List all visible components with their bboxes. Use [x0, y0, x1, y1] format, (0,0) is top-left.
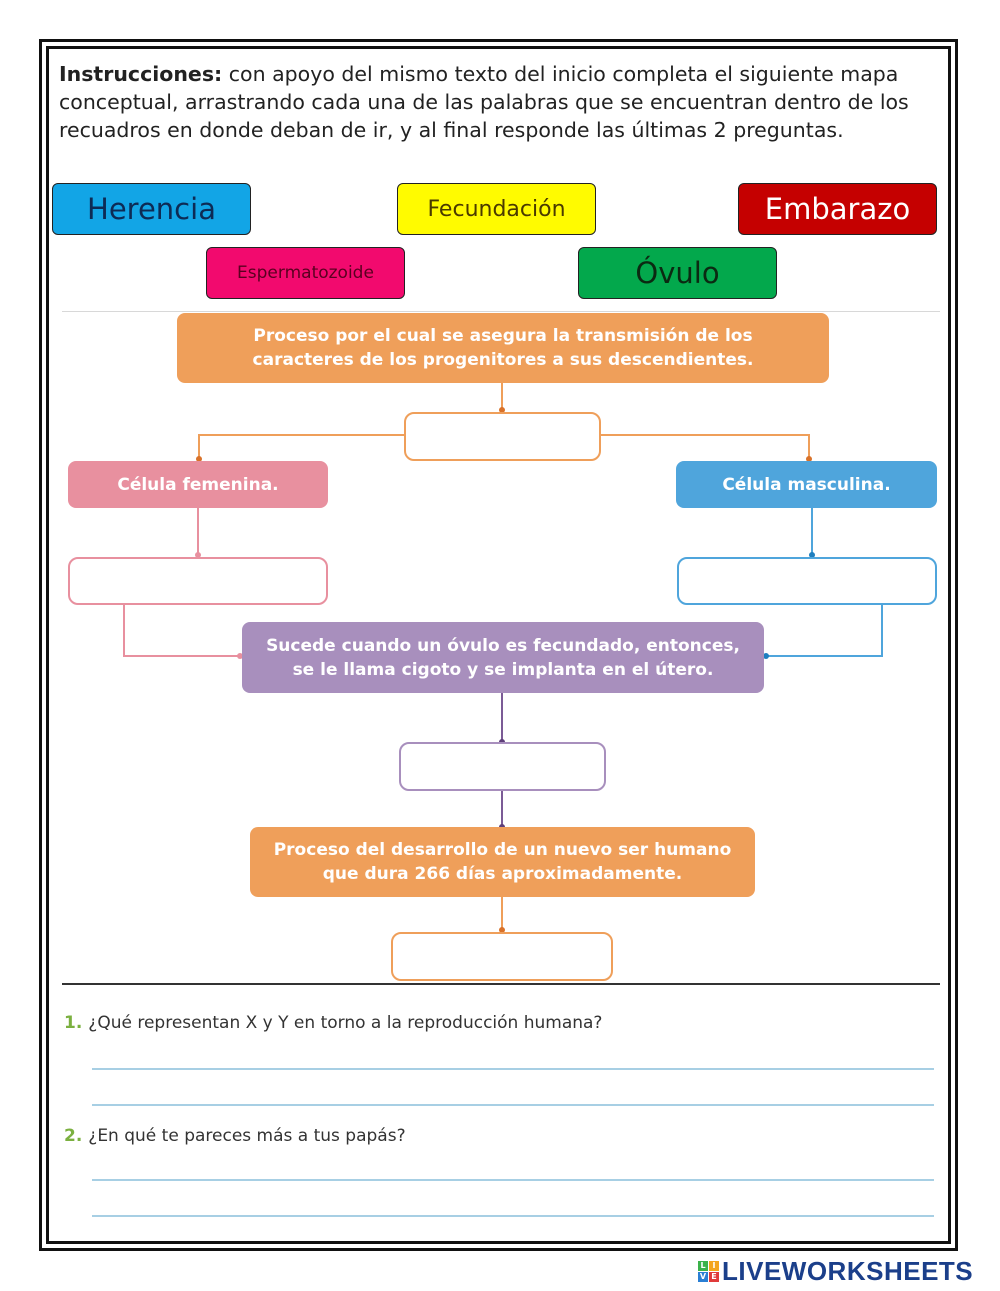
liveworksheets-logo: L I V E LIVEWORKSHEETS	[698, 1256, 973, 1286]
drop-zone-5[interactable]	[391, 932, 613, 981]
drop-zone-3[interactable]	[677, 557, 937, 605]
answer-line-1b[interactable]	[92, 1104, 934, 1106]
page-outer-border	[39, 39, 958, 1251]
question-1-number: 1.	[64, 1013, 83, 1033]
word-espermatozoide[interactable]: Espermatozoide	[206, 247, 405, 299]
drop-zone-2[interactable]	[68, 557, 328, 605]
word-herencia[interactable]: Herencia	[52, 183, 251, 235]
question-2-text: ¿En qué te pareces más a tus papás?	[88, 1126, 406, 1146]
question-2-number: 2.	[64, 1126, 83, 1146]
liveworksheets-brand: LIVEWORKSHEETS	[722, 1255, 974, 1286]
concept-embarazo-text: Proceso del desarrollo de un nuevo ser h…	[273, 840, 732, 884]
concept-celula-masculina: Célula masculina.	[676, 461, 937, 508]
concept-fecundacion-definition: Sucede cuando un óvulo es fecundado, ent…	[242, 622, 764, 693]
logo-letter-i: I	[709, 1260, 719, 1271]
question-2: 2.¿En qué te pareces más a tus papás?	[64, 1126, 406, 1146]
drop-zone-4[interactable]	[399, 742, 606, 791]
word-ovulo[interactable]: Óvulo	[578, 247, 777, 299]
instructions-label: Instrucciones:	[59, 62, 223, 86]
question-1-text: ¿Qué representan X y Y en torno a la rep…	[88, 1013, 603, 1033]
concept-embarazo-definition: Proceso del desarrollo de un nuevo ser h…	[250, 827, 755, 897]
answer-line-1a[interactable]	[92, 1068, 934, 1070]
concept-fecundacion-text: Sucede cuando un óvulo es fecundado, ent…	[266, 635, 740, 680]
concept-celula-femenina: Célula femenina.	[68, 461, 328, 508]
concept-herencia-text: Proceso por el cual se asegura la transm…	[252, 326, 754, 370]
liveworksheets-mark-icon: L I V E	[698, 1260, 719, 1282]
word-fecundacion[interactable]: Fecundación	[397, 183, 596, 235]
concept-herencia-definition: Proceso por el cual se asegura la transm…	[177, 313, 829, 383]
drop-zone-1[interactable]	[404, 412, 601, 461]
logo-letter-e: E	[709, 1271, 719, 1282]
question-1: 1.¿Qué representan X y Y en torno a la r…	[64, 1013, 602, 1033]
page-inner-border	[46, 46, 951, 1244]
separator-bottom	[62, 983, 940, 985]
logo-letter-l: L	[698, 1260, 708, 1271]
answer-line-2b[interactable]	[92, 1215, 934, 1217]
instructions-text: con apoyo del mismo texto del inicio com…	[59, 62, 909, 142]
instructions: Instrucciones: con apoyo del mismo texto…	[59, 60, 939, 144]
separator-top	[62, 311, 940, 312]
word-embarazo[interactable]: Embarazo	[738, 183, 937, 235]
logo-letter-v: V	[698, 1271, 708, 1282]
answer-line-2a[interactable]	[92, 1179, 934, 1181]
